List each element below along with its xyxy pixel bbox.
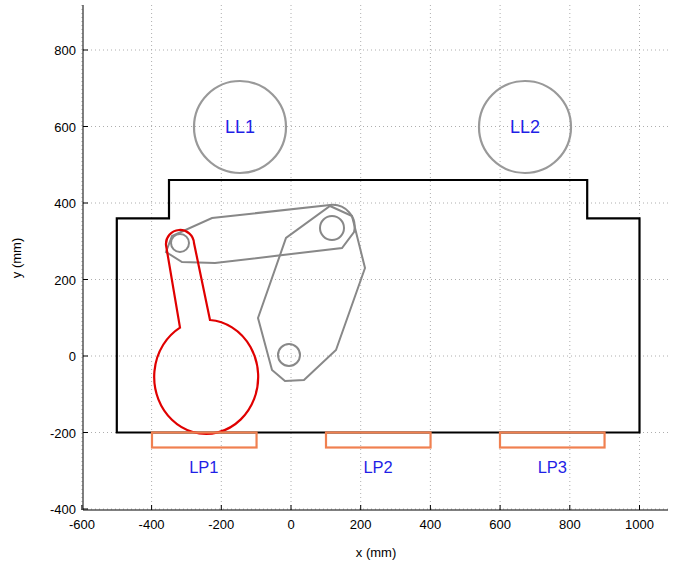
tick-label: 200 bbox=[350, 517, 372, 532]
axis-title: x (mm) bbox=[356, 545, 396, 560]
tick-label: -200 bbox=[50, 425, 76, 440]
pad-outline bbox=[152, 433, 257, 448]
tick-mark bbox=[151, 505, 152, 510]
pad-outline bbox=[326, 433, 431, 448]
tick-label: -400 bbox=[139, 517, 165, 532]
location-circle: LL1 bbox=[193, 80, 287, 174]
base-joint bbox=[278, 344, 300, 366]
tick-mark bbox=[83, 356, 88, 357]
station-label: LL1 bbox=[225, 117, 255, 138]
grid-lines bbox=[82, 5, 668, 510]
circle-outline bbox=[194, 81, 286, 173]
y-axis bbox=[83, 5, 84, 510]
tick-label: -200 bbox=[208, 517, 234, 532]
station-label: LP3 bbox=[500, 458, 605, 477]
x-axis bbox=[83, 510, 668, 511]
tick-mark bbox=[639, 505, 640, 510]
tick-mark bbox=[83, 432, 88, 433]
tick-mark bbox=[221, 505, 222, 510]
grid-line bbox=[83, 50, 668, 51]
tick-mark bbox=[83, 50, 88, 51]
tick-label: 600 bbox=[489, 517, 511, 532]
tick-label: 0 bbox=[287, 517, 294, 532]
grid-line bbox=[569, 5, 570, 510]
grid-line bbox=[221, 5, 222, 510]
tick-mark bbox=[83, 509, 88, 510]
load-port: LP3 bbox=[500, 432, 605, 484]
tick-label: 400 bbox=[420, 517, 442, 532]
tick-label: 0 bbox=[69, 349, 76, 364]
robot-lower-arm bbox=[258, 206, 365, 381]
load-port: LP1 bbox=[152, 432, 257, 484]
workspace-outline bbox=[117, 180, 640, 433]
tick-label: 800 bbox=[559, 517, 581, 532]
tick-mark bbox=[83, 279, 88, 280]
axis-ticks bbox=[82, 50, 640, 510]
tick-mark bbox=[83, 203, 88, 204]
end-effector bbox=[154, 230, 258, 434]
load-port: LP2 bbox=[326, 432, 431, 484]
grid-line bbox=[291, 5, 292, 510]
station-label: LL2 bbox=[510, 117, 540, 138]
tick-label: 200 bbox=[54, 272, 76, 287]
tick-mark bbox=[360, 505, 361, 510]
tick-label: -600 bbox=[69, 517, 95, 532]
tick-mark bbox=[81, 505, 82, 510]
grid-line bbox=[360, 5, 361, 510]
tick-mark bbox=[569, 505, 570, 510]
location-circle: LL2 bbox=[478, 80, 572, 174]
tick-label: 800 bbox=[54, 43, 76, 58]
circle-outline bbox=[479, 81, 571, 173]
grid-line bbox=[81, 5, 82, 510]
robot-upper-arm bbox=[166, 205, 355, 263]
tick-label: 400 bbox=[54, 196, 76, 211]
station-label: LP2 bbox=[326, 458, 431, 477]
wrist-joint bbox=[171, 234, 189, 252]
grid-line bbox=[83, 203, 668, 204]
pad-outline bbox=[500, 433, 605, 448]
tick-mark bbox=[430, 505, 431, 510]
tick-mark bbox=[500, 505, 501, 510]
grid-line bbox=[83, 509, 668, 510]
grid-line bbox=[83, 356, 668, 357]
grid-line bbox=[83, 126, 668, 127]
tick-label: 600 bbox=[54, 119, 76, 134]
elbow-joint bbox=[320, 216, 344, 240]
tick-mark bbox=[291, 505, 292, 510]
tick-label: 1000 bbox=[625, 517, 654, 532]
tick-mark bbox=[83, 126, 88, 127]
station-label: LP1 bbox=[152, 458, 257, 477]
tick-label: -400 bbox=[50, 502, 76, 517]
axis-title: y (mm) bbox=[9, 238, 24, 278]
